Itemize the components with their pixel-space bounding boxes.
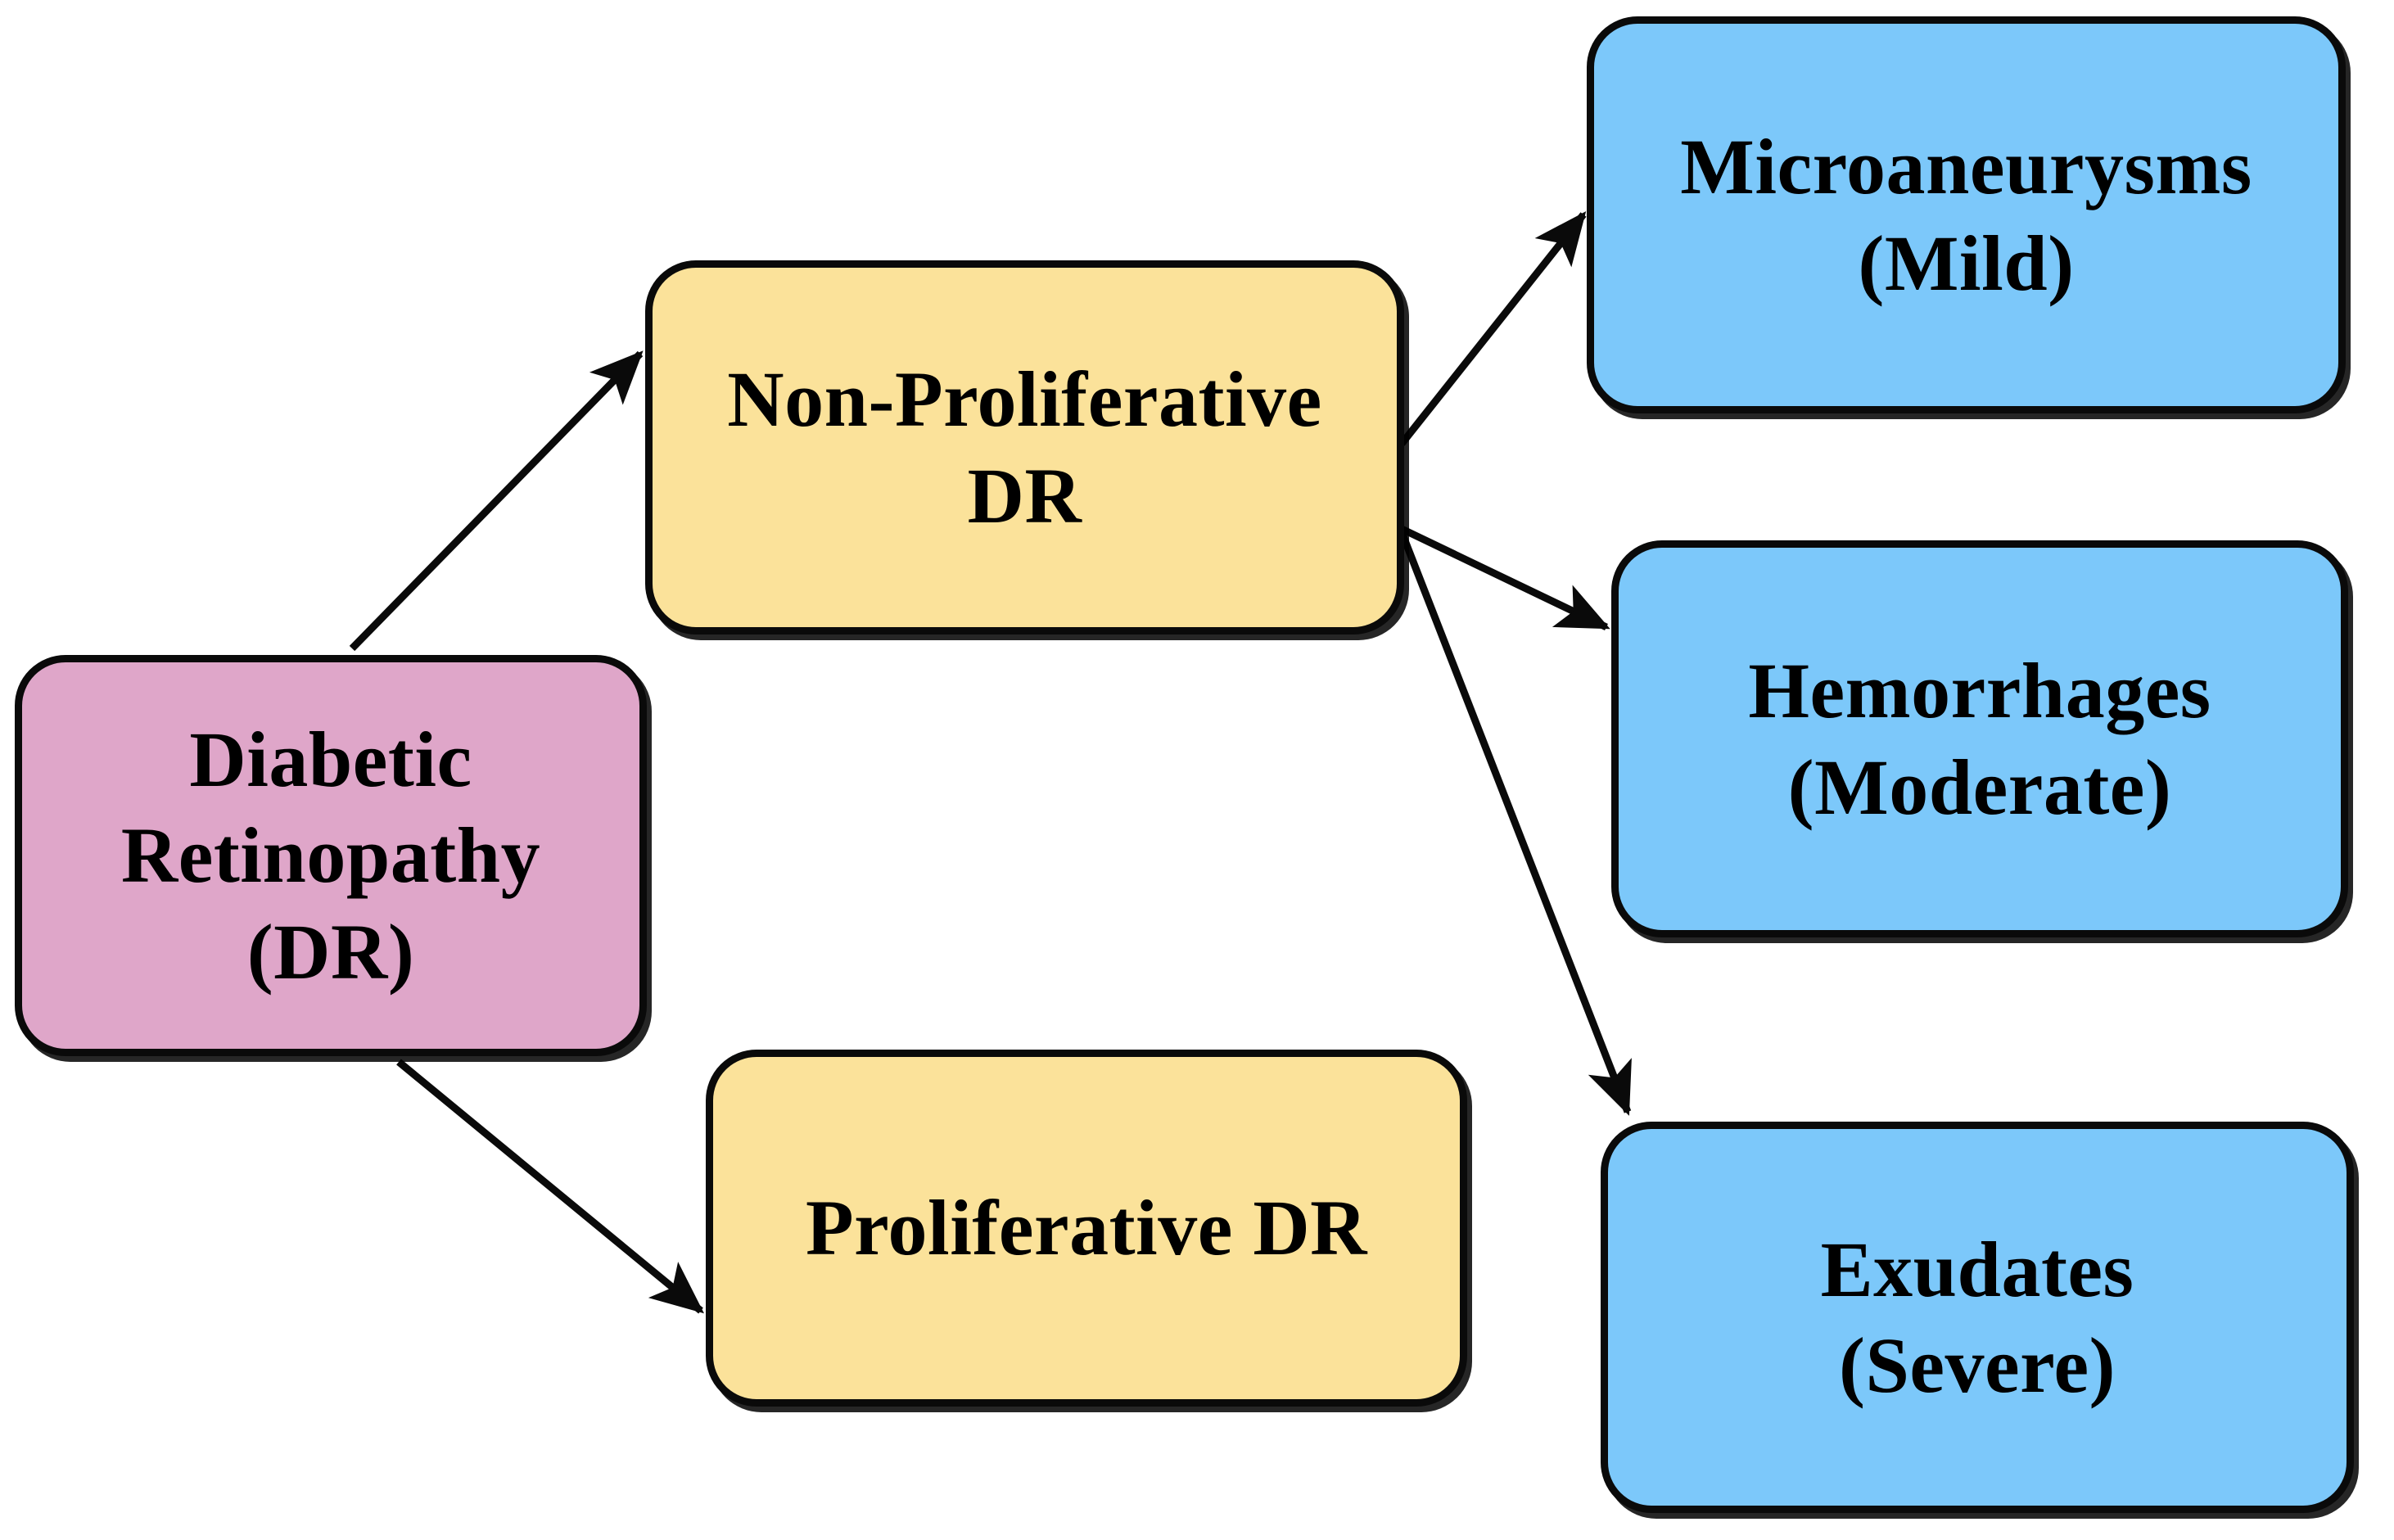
- edge-npdr-to-microaneurysms: [1398, 210, 1587, 446]
- node-non-proliferative-dr: Non-Proliferative DR: [645, 260, 1404, 635]
- node-label-proliferative-dr: Proliferative DR: [806, 1184, 1367, 1272]
- node-label-exudates-severe: Exudates (Severe): [1820, 1225, 2134, 1409]
- node-microaneurysms-mild: Microaneurysms (Mild): [1587, 16, 2346, 413]
- edge-npdr-to-hemorrhages: [1400, 525, 1610, 631]
- edge-npdr-to-exudates: [1398, 531, 1632, 1116]
- edge-root-to-pdr: [396, 1059, 705, 1314]
- node-label-non-proliferative-dr: Non-Proliferative DR: [727, 355, 1322, 540]
- node-label-diabetic-retinopathy: Diabetic Retinopathy (DR): [120, 716, 541, 996]
- node-hemorrhages-moderate: Hemorrhages (Moderate): [1611, 540, 2348, 937]
- node-proliferative-dr: Proliferative DR: [706, 1050, 1467, 1407]
- node-diabetic-retinopathy: Diabetic Retinopathy (DR): [15, 655, 647, 1056]
- edge-root-to-npdr: [349, 350, 644, 652]
- node-exudates-severe: Exudates (Severe): [1601, 1122, 2354, 1513]
- node-label-hemorrhages-moderate: Hemorrhages (Moderate): [1748, 647, 2211, 831]
- node-label-microaneurysms-mild: Microaneurysms (Mild): [1680, 123, 2252, 307]
